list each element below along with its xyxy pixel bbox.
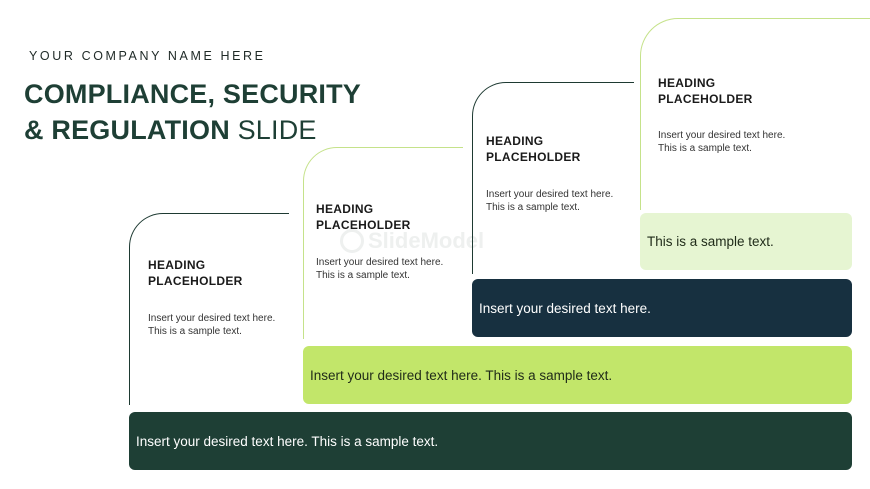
step-card-4 — [640, 18, 870, 210]
card-1-description: Insert your desired text here. This is a… — [148, 312, 298, 338]
step-bar-1: Insert your desired text here. This is a… — [129, 412, 852, 470]
card-1-heading: HEADING PLACEHOLDER — [148, 257, 278, 289]
step-card-2 — [303, 147, 463, 339]
card-1-heading-line2: PLACEHOLDER — [148, 274, 243, 288]
card-4-description: Insert your desired text here. This is a… — [658, 129, 808, 155]
card-3-heading-line1: HEADING — [486, 134, 544, 148]
card-1-heading-line1: HEADING — [148, 258, 206, 272]
slide-title: COMPLIANCE, SECURITY & REGULATION SLIDE — [24, 76, 361, 148]
card-4-heading: HEADING PLACEHOLDER — [658, 75, 788, 107]
title-line-2-bold: & REGULATION — [24, 115, 230, 145]
card-1-desc-line2: This is a sample text. — [148, 326, 242, 337]
card-3-desc-line2: This is a sample text. — [486, 202, 580, 213]
step-card-1 — [129, 213, 289, 405]
title-line-2: & REGULATION SLIDE — [24, 112, 361, 148]
card-2-heading-line2: PLACEHOLDER — [316, 218, 411, 232]
card-1-desc-line1: Insert your desired text here. — [148, 313, 276, 324]
card-3-description: Insert your desired text here. This is a… — [486, 188, 636, 214]
step-bar-2: Insert your desired text here. This is a… — [303, 346, 852, 404]
watermark-logo-icon — [340, 229, 364, 253]
step-bar-4: This is a sample text. — [640, 213, 852, 270]
title-line-2-light: SLIDE — [229, 115, 317, 145]
card-4-desc-line1: Insert your desired text here. — [658, 130, 786, 141]
card-3-heading: HEADING PLACEHOLDER — [486, 133, 616, 165]
card-2-desc-line2: This is a sample text. — [316, 270, 410, 281]
step-card-3 — [472, 82, 634, 274]
step-bar-3: Insert your desired text here. — [472, 279, 852, 337]
card-3-desc-line1: Insert your desired text here. — [486, 189, 614, 200]
watermark-text: SlideModel — [368, 228, 485, 253]
card-3-heading-line2: PLACEHOLDER — [486, 150, 581, 164]
title-line-1: COMPLIANCE, SECURITY — [24, 79, 362, 109]
card-4-desc-line2: This is a sample text. — [658, 143, 752, 154]
card-2-heading-line1: HEADING — [316, 202, 374, 216]
card-2-description: Insert your desired text here. This is a… — [316, 256, 466, 282]
card-4-heading-line2: PLACEHOLDER — [658, 92, 753, 106]
company-name: YOUR COMPANY NAME HERE — [29, 49, 266, 63]
card-2-heading: HEADING PLACEHOLDER — [316, 201, 446, 233]
watermark-logo: SlideModel — [340, 226, 540, 256]
card-2-desc-line1: Insert your desired text here. — [316, 257, 444, 268]
card-4-heading-line1: HEADING — [658, 76, 716, 90]
